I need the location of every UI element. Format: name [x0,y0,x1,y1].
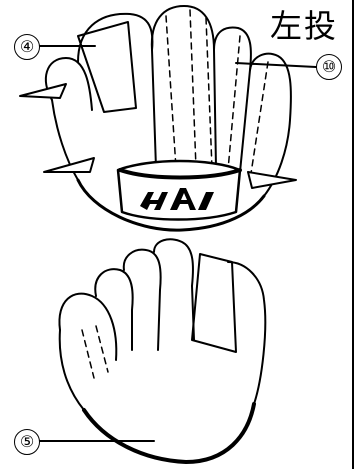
index-back-patch [78,22,136,112]
stitch-line-5 [250,62,268,180]
stitch-line-3 [206,18,212,168]
top-middle-finger-outline [152,6,214,50]
finger-split-1 [152,50,156,168]
bottom-left-edge [60,330,84,410]
finger-split-2 [214,50,216,168]
stitch-line-4 [228,36,240,170]
bottom-heel-binding [84,404,254,462]
top-glove-back-view [20,6,316,230]
bottom-thumb-outline [59,294,116,360]
callout-10-leader [236,63,316,67]
left-lace-tab-upper [20,84,66,98]
thumb-stitch-2 [96,326,108,372]
palm-line-2 [158,290,160,350]
stitch-line-2 [190,10,196,168]
web-pocket-patch [192,254,236,352]
stitch-line-1 [166,16,176,168]
bottom-finger-1-outline [95,269,132,310]
bottom-glove-palm-view [40,239,265,462]
finger-split-3 [240,70,250,172]
bottom-finger-2-outline [124,250,161,290]
top-index-finger-outline [78,14,152,62]
thumb-stitch-1 [82,330,94,378]
